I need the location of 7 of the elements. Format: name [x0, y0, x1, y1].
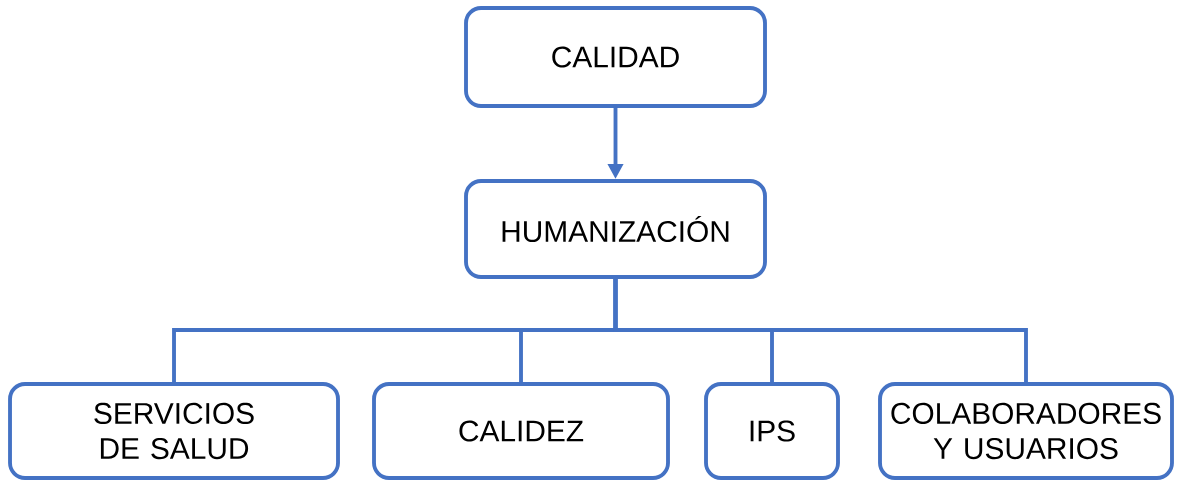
connector — [613, 278, 1028, 383]
process-box: CALIDAD — [464, 6, 767, 108]
process-box: IPS — [704, 382, 840, 480]
process-box: CALIDEZ — [372, 382, 670, 480]
process-box: HUMANIZACIÓN — [464, 179, 767, 279]
process-box: SERVICIOS DE SALUD — [8, 382, 340, 480]
process-box: COLABORADORES Y USUARIOS — [878, 382, 1174, 480]
